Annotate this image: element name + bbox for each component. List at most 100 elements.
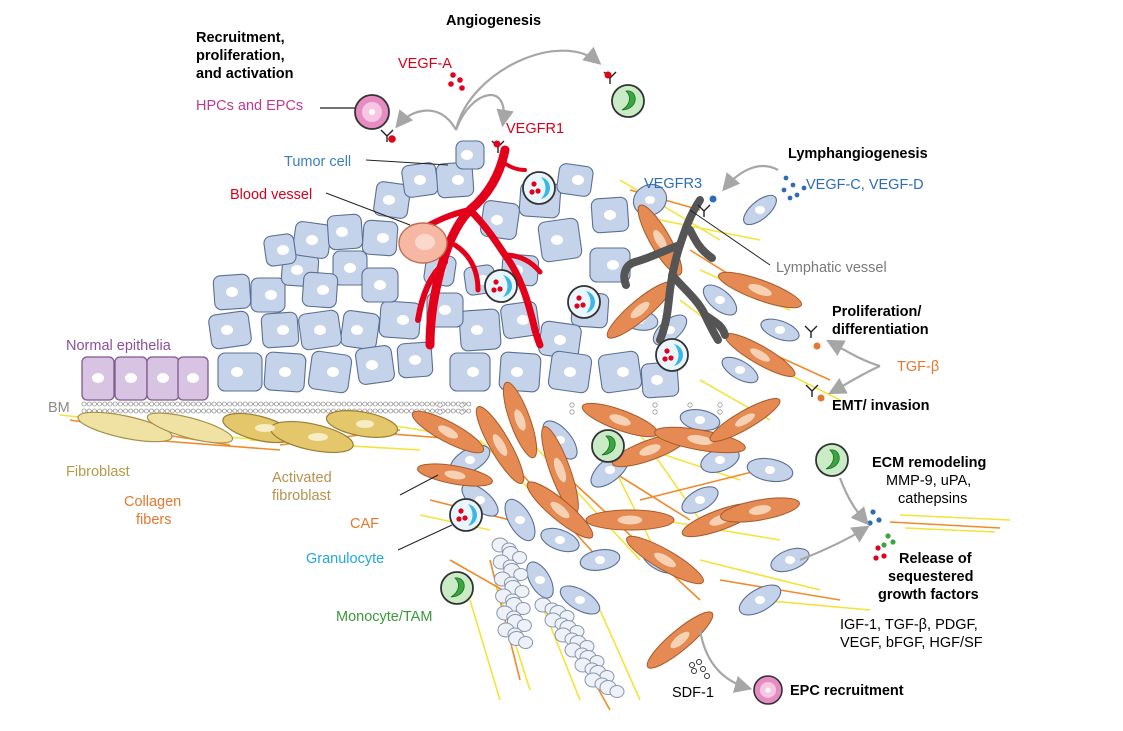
granulocyte-cell <box>655 338 689 372</box>
monocyte-tam-cell <box>611 84 645 118</box>
tumor-cell <box>401 162 439 198</box>
label-collagen-1: Collagen <box>124 494 181 510</box>
label-gf-2: VEGF, bFGF, HGF/SF <box>840 635 983 651</box>
tumor-cell <box>702 284 738 316</box>
caf-cell <box>637 204 683 276</box>
platelet-clusters <box>491 537 625 698</box>
tumor-cell <box>263 233 297 267</box>
tumor-cell <box>307 350 353 394</box>
epc-cell <box>753 675 783 705</box>
platelet-cluster <box>491 537 534 649</box>
sdf1-symbol <box>689 659 710 679</box>
label-sdf1: SDF-1 <box>672 685 714 701</box>
tumor-cell <box>378 300 422 340</box>
caf-cell <box>626 535 704 585</box>
normal-epithelia-cells <box>81 356 209 401</box>
label-hpcs-epcs: HPCs and EPCs <box>196 98 303 114</box>
tumor-cell <box>597 350 643 394</box>
monocyte-tam-cells <box>440 84 849 605</box>
tumor-cell <box>681 486 719 514</box>
label-proliferation-2: differentiation <box>832 322 929 338</box>
label-monocyte-tam: Monocyte/TAM <box>336 609 432 625</box>
caf-cell <box>709 398 781 442</box>
tumor-cell <box>340 310 380 350</box>
tumor-cell <box>298 309 342 351</box>
tumor-cell <box>770 547 810 573</box>
granulocyte-cell <box>449 498 483 532</box>
hpc-epc-cell <box>320 94 390 130</box>
granulocyte-cell <box>522 171 556 205</box>
tumor-cell <box>559 585 601 615</box>
tumor-cell <box>396 341 434 379</box>
fibroblasts <box>77 410 399 454</box>
label-collagen-2: fibers <box>136 512 171 528</box>
tumor-cell <box>326 213 364 251</box>
label-release-3: growth factors <box>878 587 979 603</box>
tumor-cell <box>361 219 399 257</box>
platelet-cluster <box>534 597 625 698</box>
tumor-cell <box>738 584 782 616</box>
label-epc-recruitment: EPC recruitment <box>790 683 904 699</box>
label-activated-1: Activated <box>272 470 332 486</box>
label-recruitment-1: Recruitment, <box>196 30 285 46</box>
tumor-cell <box>746 457 794 483</box>
caf-cell <box>585 509 675 531</box>
monocyte-tam-cell <box>591 429 625 463</box>
tumor-cell <box>263 351 307 393</box>
tumor-cell <box>556 163 594 197</box>
caf-cell <box>646 611 714 669</box>
tumor-cell <box>208 310 252 350</box>
label-cathepsins: cathepsins <box>898 491 967 507</box>
caf-cell <box>502 381 538 459</box>
label-ecm-remodeling: ECM remodeling <box>872 455 986 471</box>
label-lymphatic-vessel: Lymphatic vessel <box>776 260 887 276</box>
label-granulocyte: Granulocyte <box>306 551 384 567</box>
label-tumor-cell: Tumor cell <box>284 154 351 170</box>
monocyte-tam-cell <box>440 571 474 605</box>
caf-cell <box>475 406 525 484</box>
tumor-cell <box>679 409 721 431</box>
label-blood-vessel: Blood vessel <box>230 187 312 203</box>
caf-cell <box>724 333 796 377</box>
label-mmp: MMP-9, uPA, <box>886 473 971 489</box>
tumor-cell <box>449 352 491 392</box>
label-emt: EMT/ invasion <box>832 398 930 414</box>
label-release-1: Release of <box>899 551 972 567</box>
tumor-cell <box>292 221 332 259</box>
label-fibroblast: Fibroblast <box>66 464 130 480</box>
label-bm: BM <box>48 400 70 416</box>
tumor-cell <box>537 217 583 263</box>
lymphatic-vessel <box>620 196 729 344</box>
caf-cell <box>526 481 594 539</box>
label-recruitment-2: proliferation, <box>196 48 285 64</box>
basement-membrane <box>81 401 723 415</box>
tumor-cell <box>355 345 395 385</box>
tumor-cell <box>373 181 411 219</box>
tumor-cell <box>540 527 580 553</box>
caf-cell <box>720 497 800 523</box>
caf-cell <box>718 271 802 309</box>
tumor-cell <box>721 356 759 384</box>
labels: Angiogenesis Recruitment, proliferation,… <box>48 13 986 701</box>
caf-cell <box>654 426 746 454</box>
tumor-cell <box>217 352 263 392</box>
tumor-cell <box>480 200 520 240</box>
granulocyte-cell <box>567 285 601 319</box>
monocyte-tam-cell <box>815 443 849 477</box>
granulocytes <box>449 171 689 532</box>
tumor-cell <box>547 350 593 394</box>
leader-lines <box>325 159 771 551</box>
tumor-cell <box>579 549 621 571</box>
label-release-2: sequestered <box>888 569 973 585</box>
granulocyte-cell <box>484 269 518 303</box>
arrows <box>395 46 881 693</box>
tumor-cell <box>301 271 339 309</box>
caf-cell <box>417 463 493 487</box>
tumor-cell <box>212 273 252 311</box>
label-vegf-cd: VEGF-C, VEGF-D <box>806 177 924 193</box>
tumor-cell <box>760 318 800 342</box>
tumor-cell <box>250 277 286 313</box>
label-angiogenesis: Angiogenesis <box>446 13 541 29</box>
tumor-cell <box>458 308 502 352</box>
tumor-cell <box>455 140 485 170</box>
